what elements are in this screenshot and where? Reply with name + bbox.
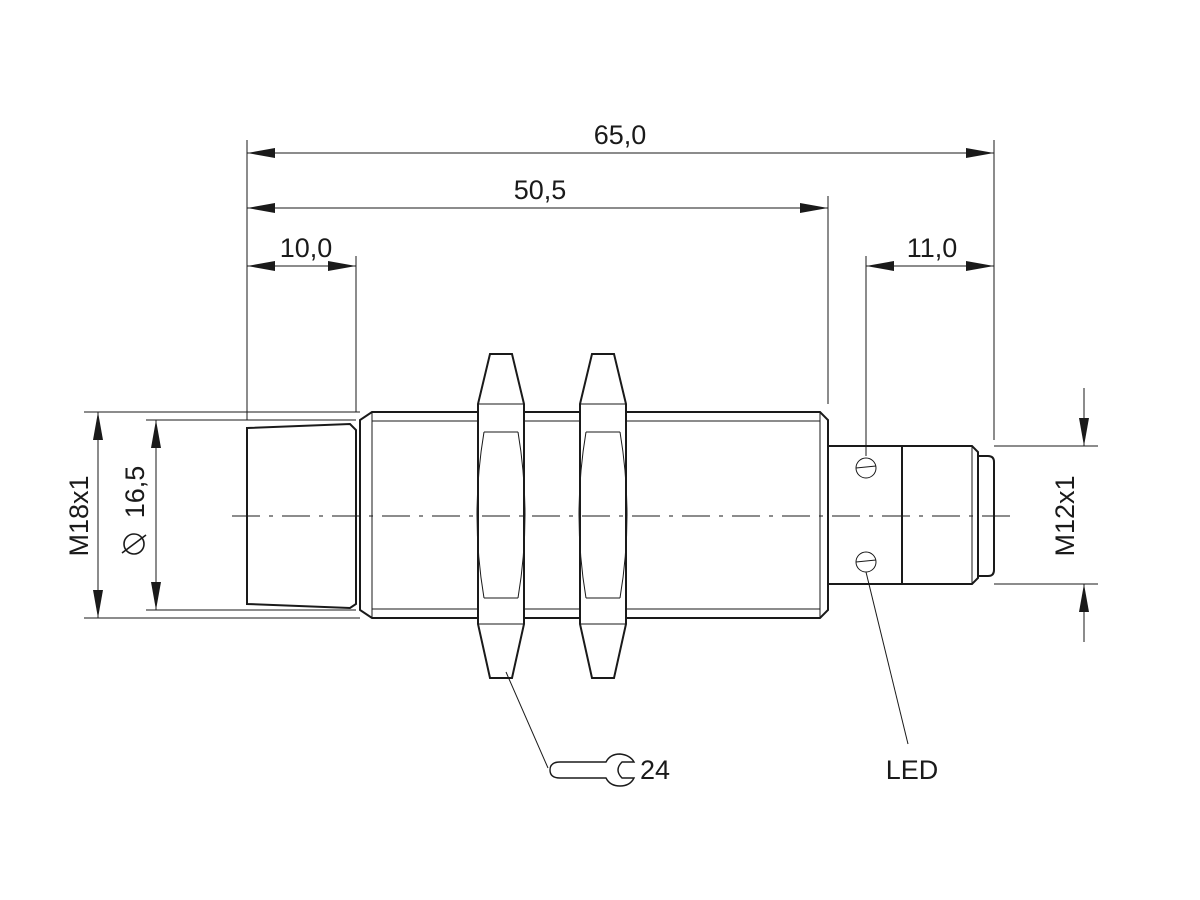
dimension-face-diameter: 16,5 (120, 420, 161, 610)
sensor-outline (232, 353, 1010, 679)
dimension-sensing-face-length: 10,0 (247, 233, 356, 271)
led-label: LED (886, 755, 939, 785)
dimension-body-thread: M18x1 (64, 412, 103, 618)
body-length-label: 50,5 (514, 175, 567, 205)
extension-lines (84, 140, 1098, 619)
sensing-face-length-label: 10,0 (280, 233, 333, 263)
dimension-body-length: 50,5 (247, 175, 828, 213)
wrench-callout: 24 (505, 671, 670, 787)
body-thread-label: M18x1 (64, 475, 94, 556)
connector-head (901, 445, 979, 585)
overall-length-label: 65,0 (594, 120, 647, 150)
connector-thread-label: M12x1 (1050, 475, 1080, 556)
wrench-size-label: 24 (640, 755, 670, 785)
led-callout: LED (865, 571, 939, 785)
diameter-symbol (121, 533, 147, 555)
wrench-icon (549, 753, 636, 787)
dimension-connector-length: 11,0 (866, 233, 994, 271)
dimension-connector-thread: M12x1 (1050, 388, 1089, 642)
led-indicator-top (855, 457, 877, 479)
dimension-overall-length: 65,0 (247, 120, 994, 158)
face-diameter-label: 16,5 (120, 466, 150, 519)
connector-length-label: 11,0 (907, 233, 958, 263)
